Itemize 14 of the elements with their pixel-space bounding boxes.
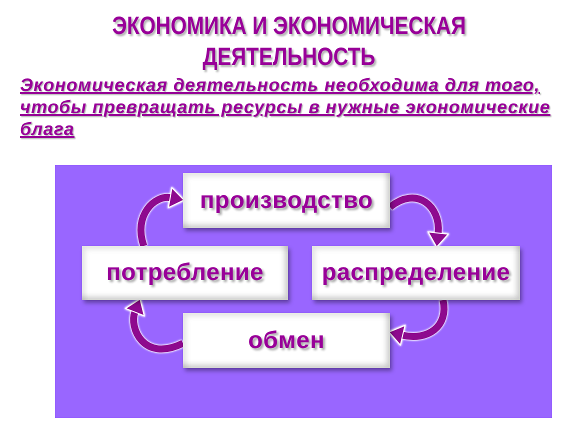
curved-arrow (388, 194, 449, 248)
process-box (183, 173, 390, 228)
curved-arrow (137, 187, 185, 247)
subtitle-text: Экономическая деятельность необходима для того, чтобы превращать ресурсы в нужные экономические блага (20, 74, 552, 140)
curved-arrow (388, 300, 448, 346)
node-label: обмен (248, 326, 325, 354)
curved-arrow (124, 298, 184, 352)
node-label: производство (200, 186, 374, 214)
process-box (312, 246, 520, 300)
title: ЭКОНОМИКА И ЭКОНОМИЧЕСКАЯ ДЕЯТЕЛЬНОСТЬ (111, 11, 467, 73)
node-label: распределение (322, 259, 510, 287)
process-box (183, 313, 390, 368)
node-label: потребление (106, 259, 264, 287)
process-box (82, 246, 288, 300)
